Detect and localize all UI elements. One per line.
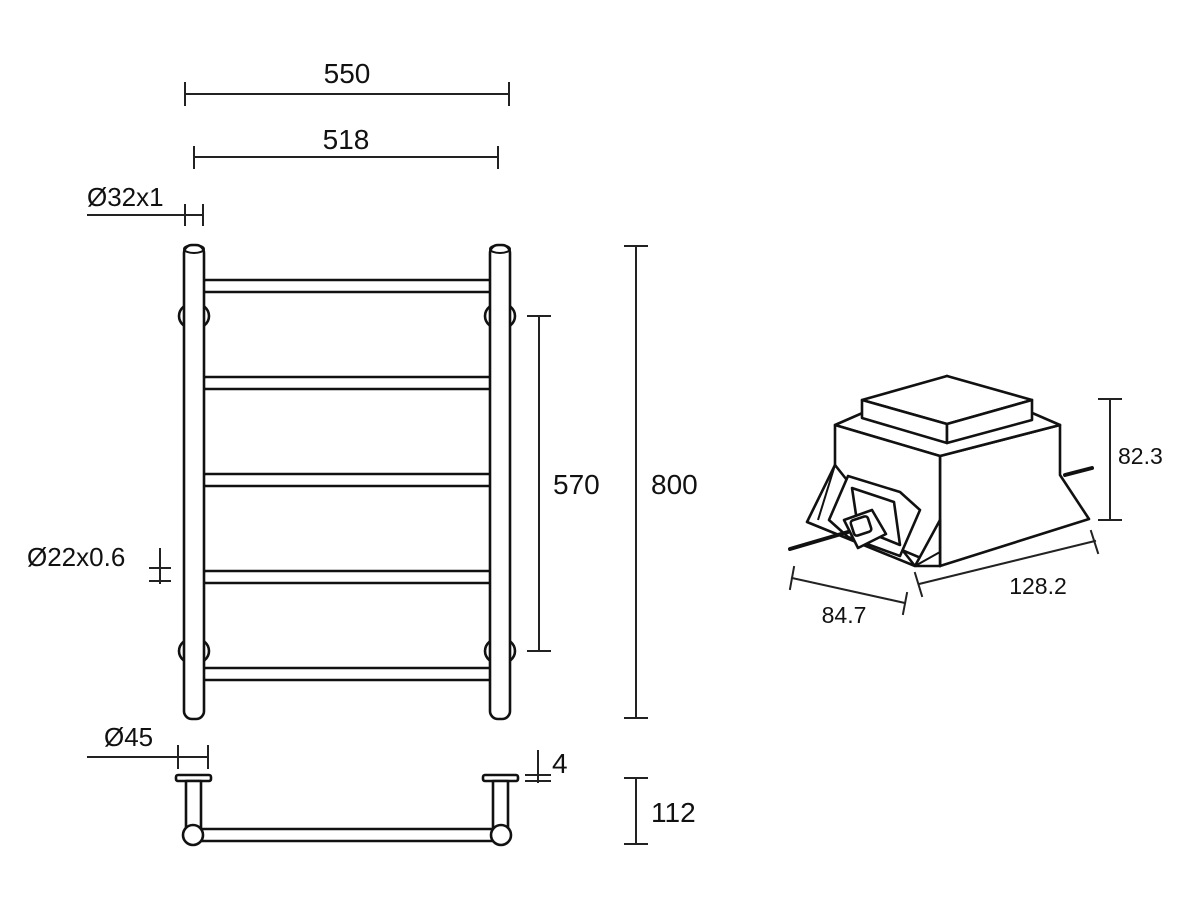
dimension-mount-thickness: 4 [525, 748, 568, 783]
rail-posts [182, 243, 512, 721]
rail-bars [198, 278, 497, 682]
towel-rail-front-view [177, 243, 517, 721]
dimension-mount-diameter: Ø45 [87, 722, 209, 769]
dimension-post-diameter: Ø32x1 [87, 182, 204, 226]
transformer-isometric [788, 374, 1094, 568]
dimension-overall-width: 550 [184, 58, 510, 106]
dimension-inner-width: 518 [193, 124, 499, 169]
dimension-transformer-height: 82.3 [1098, 398, 1163, 521]
dimension-bracket-span: 570 [527, 315, 600, 652]
dimension-bar-diameter: Ø22x0.6 [27, 542, 171, 584]
label-depth: 112 [651, 797, 696, 828]
label-transformer-width: 84.7 [822, 602, 867, 628]
label-mount-diameter: Ø45 [104, 722, 153, 752]
dimension-depth: 112 [624, 777, 696, 845]
label-post-diameter: Ø32x1 [87, 182, 164, 212]
label-bar-diameter: Ø22x0.6 [27, 542, 125, 572]
dimension-overall-height: 800 [624, 245, 698, 719]
label-transformer-height: 82.3 [1118, 443, 1163, 469]
label-overall-height: 800 [651, 469, 698, 500]
dimension-transformer-width: 84.7 [788, 565, 909, 628]
label-overall-width: 550 [324, 58, 371, 89]
towel-rail-top-view [174, 773, 520, 847]
label-inner-width: 518 [323, 124, 370, 155]
label-transformer-length: 128.2 [1009, 573, 1067, 599]
dimension-transformer-length: 128.2 [913, 529, 1100, 599]
label-bracket-span: 570 [553, 469, 600, 500]
label-mount-thickness: 4 [552, 748, 568, 779]
